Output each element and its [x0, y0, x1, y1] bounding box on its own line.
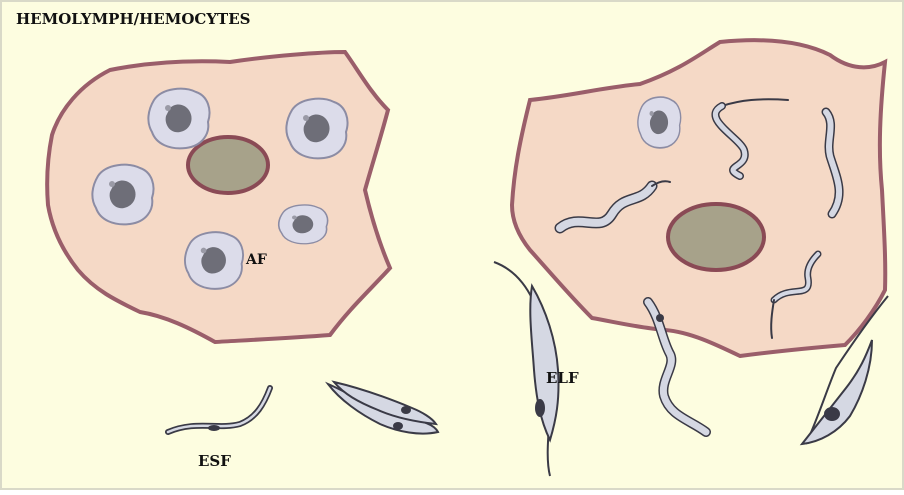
- diagram-title: HEMOLYMPH/HEMOCYTES: [16, 10, 250, 28]
- rosette-nucleus: [393, 422, 403, 430]
- left-hemocyte-nucleus: [188, 137, 268, 193]
- esf-nucleus: [208, 425, 220, 431]
- elf-label: ELF: [546, 369, 579, 387]
- elf-nucleus: [535, 399, 545, 417]
- emerging-nucleus: [656, 314, 664, 322]
- metacyclic-nucleus: [824, 407, 840, 421]
- amastigote: [279, 205, 328, 244]
- right-hemocyte-nucleus: [668, 204, 764, 270]
- rosette-nucleus: [401, 406, 411, 414]
- amastigote: [148, 89, 209, 149]
- amastigote: [92, 165, 153, 225]
- amastigote: [185, 232, 243, 289]
- af-label: AF: [245, 252, 267, 268]
- amastigote: [638, 97, 681, 148]
- esf-label: ESF: [198, 452, 231, 470]
- amastigote: [286, 99, 347, 159]
